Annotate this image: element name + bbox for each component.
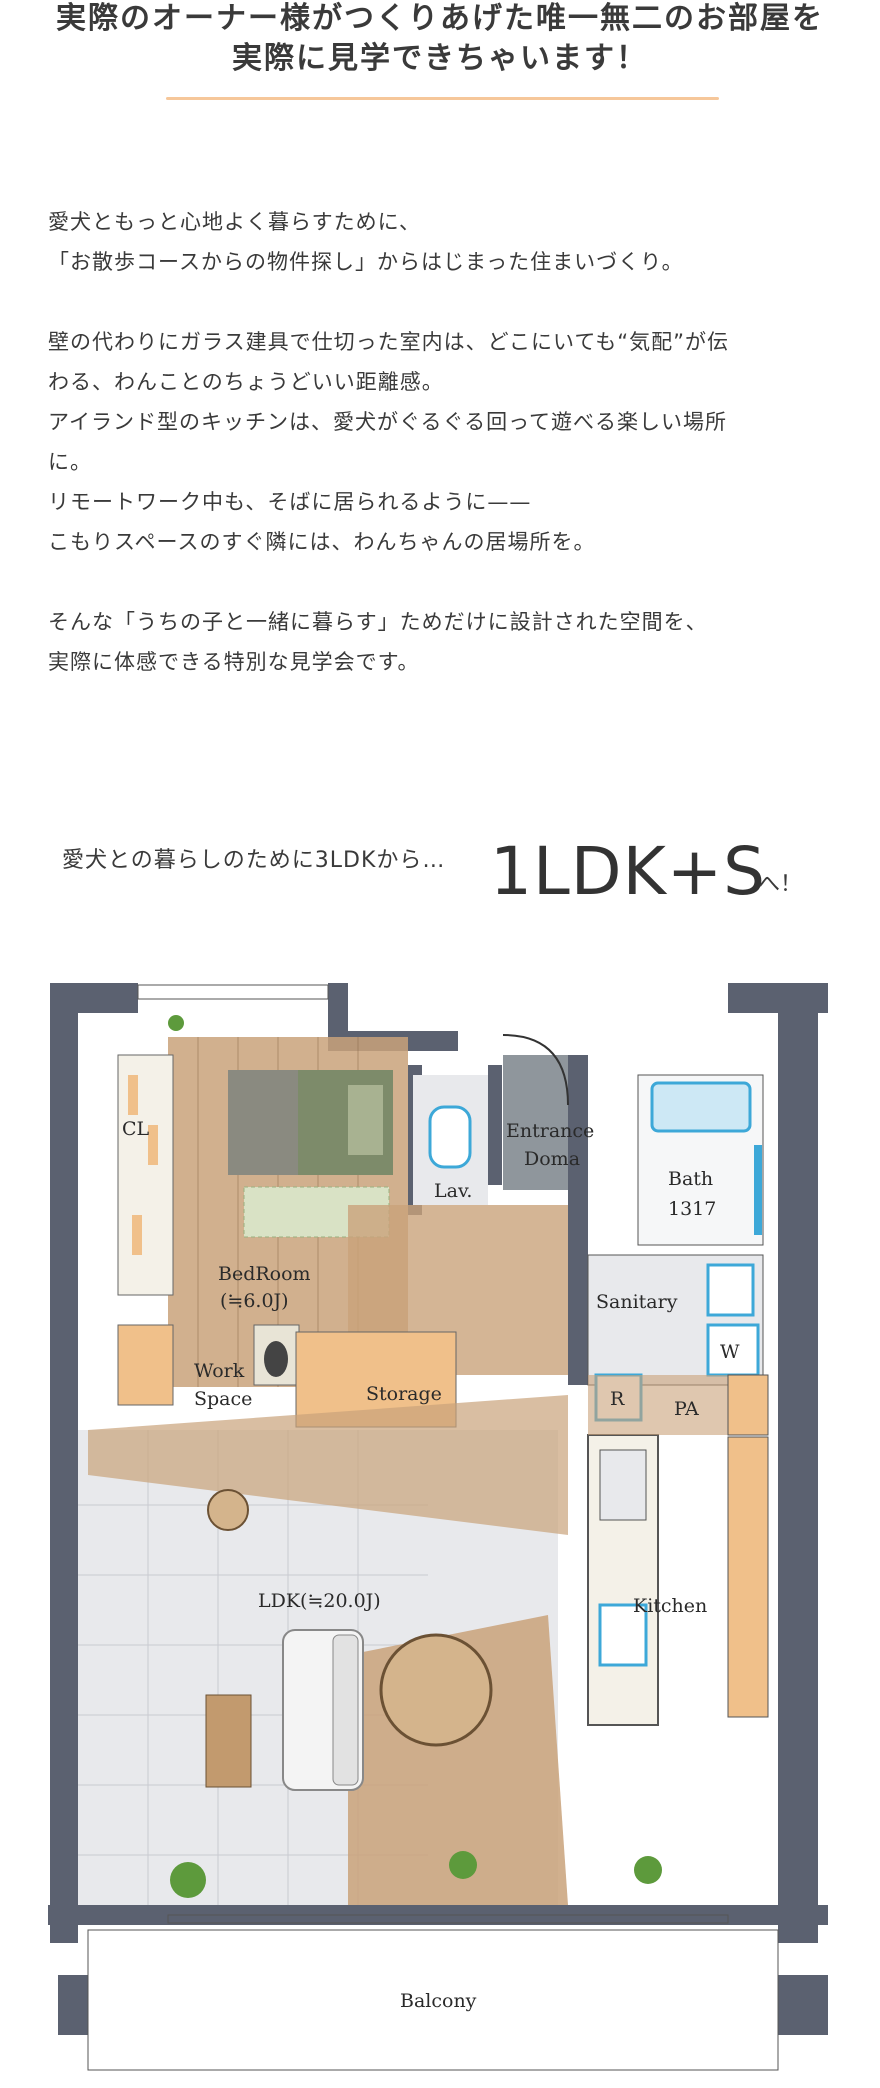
description-line: 実際に体感できる特別な見学会です。	[48, 650, 420, 674]
layout-intro-text: 愛犬との暮らしのために3LDKから…	[62, 848, 446, 873]
description-line: 「お散歩コースからの物件探し」からはじまった住まいづくり。	[48, 250, 684, 274]
closet	[117, 1054, 174, 1296]
entrance-doma	[503, 1055, 568, 1190]
layout-intro-suffix: へ！	[758, 872, 803, 897]
label-w: W	[720, 1341, 740, 1363]
label-sanitary: Sanitary	[596, 1291, 678, 1313]
description-line: わる、わんことのちょうどいい距離感。	[48, 370, 444, 394]
label-kitchen: Kitchen	[633, 1595, 707, 1617]
work-space	[117, 1324, 174, 1406]
label-doma: Doma	[524, 1148, 580, 1170]
headline-underline	[166, 97, 719, 100]
description-line: アイランド型のキッチンは、愛犬がぐるぐる回って遊べる楽しい場所	[48, 410, 728, 434]
label-work: Work	[194, 1360, 245, 1382]
description-line: に。	[48, 450, 92, 474]
label-bedroom: BedRoom	[218, 1263, 311, 1285]
floor-plan-illustration: CL BedRoom (≒6.0J) Lav. Entrance Doma Ba…	[48, 983, 828, 2071]
label-space: Space	[194, 1388, 252, 1410]
label-balcony: Balcony	[400, 1990, 477, 2012]
description-line: こもりスペースのすぐ隣には、わんちゃんの居場所を。	[48, 530, 596, 554]
description-line	[48, 562, 848, 602]
label-entrance: Entrance	[506, 1120, 594, 1142]
headline-line-1: 実際のオーナー様がつくりあげた唯一無二のお部屋を	[56, 1, 824, 36]
label-pa: PA	[674, 1398, 699, 1420]
description-line: 壁の代わりにガラス建具で仕切った室内は、どこにいても“気配”が伝	[48, 330, 730, 354]
label-ldk: LDK(≒20.0J)	[258, 1590, 381, 1612]
balcony	[87, 1929, 779, 2071]
description-line: リモートワーク中も、そばに居られるように——	[48, 490, 532, 514]
dining-table	[379, 1633, 493, 1747]
label-cl: CL	[122, 1118, 150, 1140]
description-line: 愛犬ともっと心地よく暮らすために、	[48, 210, 421, 234]
description: 愛犬ともっと心地よく暮らすために、 「お散歩コースからの物件探し」からはじまった…	[48, 202, 848, 682]
label-bath: Bath	[668, 1168, 713, 1190]
description-line: そんな「うちの子と一緒に暮らす」ためだけに設計された空間を、	[48, 610, 708, 634]
label-r: R	[610, 1388, 625, 1410]
label-lav: Lav.	[434, 1180, 472, 1202]
label-bath-size: 1317	[668, 1198, 716, 1220]
label-storage: Storage	[366, 1383, 442, 1405]
plan-type-title: 1LDK+S	[490, 833, 767, 910]
headline-line-2: 実際に見学できちゃいます！	[232, 41, 648, 76]
label-bedroom-size: (≒6.0J)	[220, 1290, 289, 1312]
description-line	[48, 282, 848, 322]
coffee-table	[205, 1694, 252, 1788]
plant-icon	[168, 1015, 662, 1898]
kitchen-counter	[727, 1436, 769, 1718]
